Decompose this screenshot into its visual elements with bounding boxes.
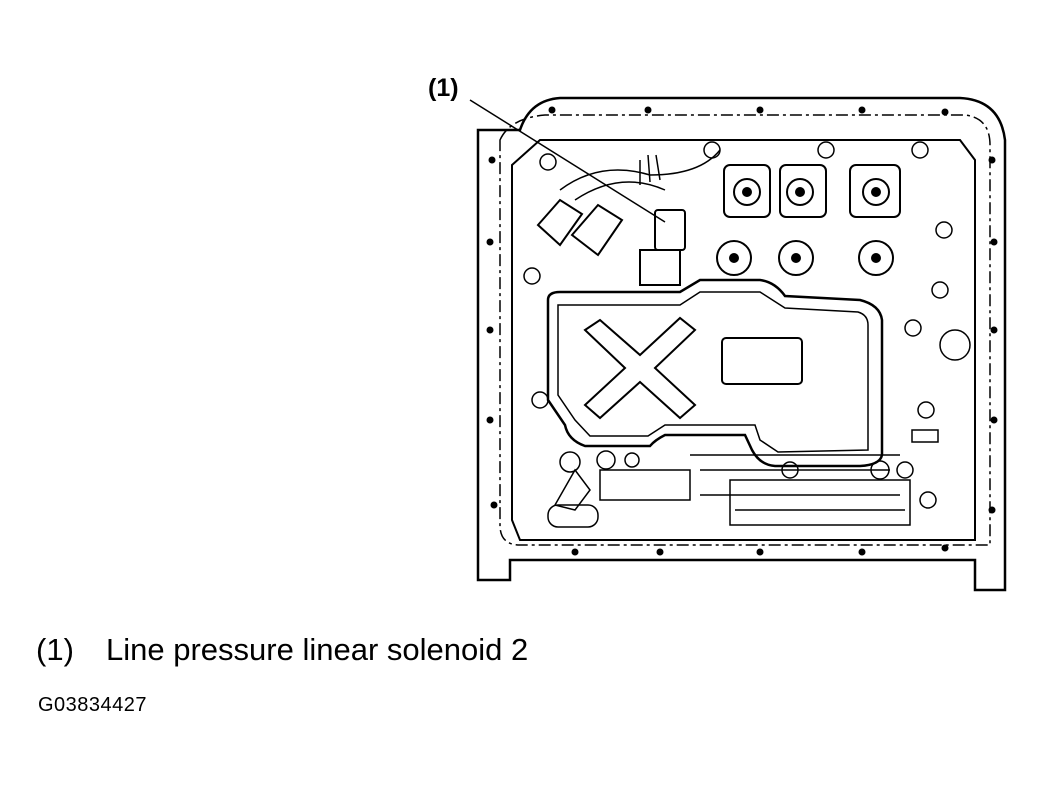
valve-body-outline	[511, 139, 976, 541]
pan-inner-dashed	[499, 114, 991, 546]
legend-description: Line pressure linear solenoid 2	[106, 632, 529, 667]
strainer-x-rib	[583, 316, 697, 420]
callout-label: (1)	[428, 74, 459, 102]
strainer-outer	[546, 278, 884, 468]
solenoids-upper-row	[723, 164, 901, 218]
body-bolts	[523, 141, 953, 509]
valve-body-illustration	[469, 96, 1007, 592]
solenoids-lower-row	[716, 240, 894, 276]
wiring-harness	[559, 149, 721, 201]
pan-outline	[476, 96, 1007, 592]
legend-item: (1) Line pressure linear solenoid 2	[36, 632, 528, 668]
pan-bolt-holes	[486, 106, 998, 556]
strainer-inner	[557, 291, 869, 453]
strainer-outlet	[721, 337, 803, 385]
lower-body-details	[547, 329, 971, 528]
callout-leader-line	[469, 99, 666, 223]
figure-id: G03834427	[38, 694, 148, 716]
legend-number: (1)	[36, 632, 74, 667]
connectors	[536, 198, 686, 286]
